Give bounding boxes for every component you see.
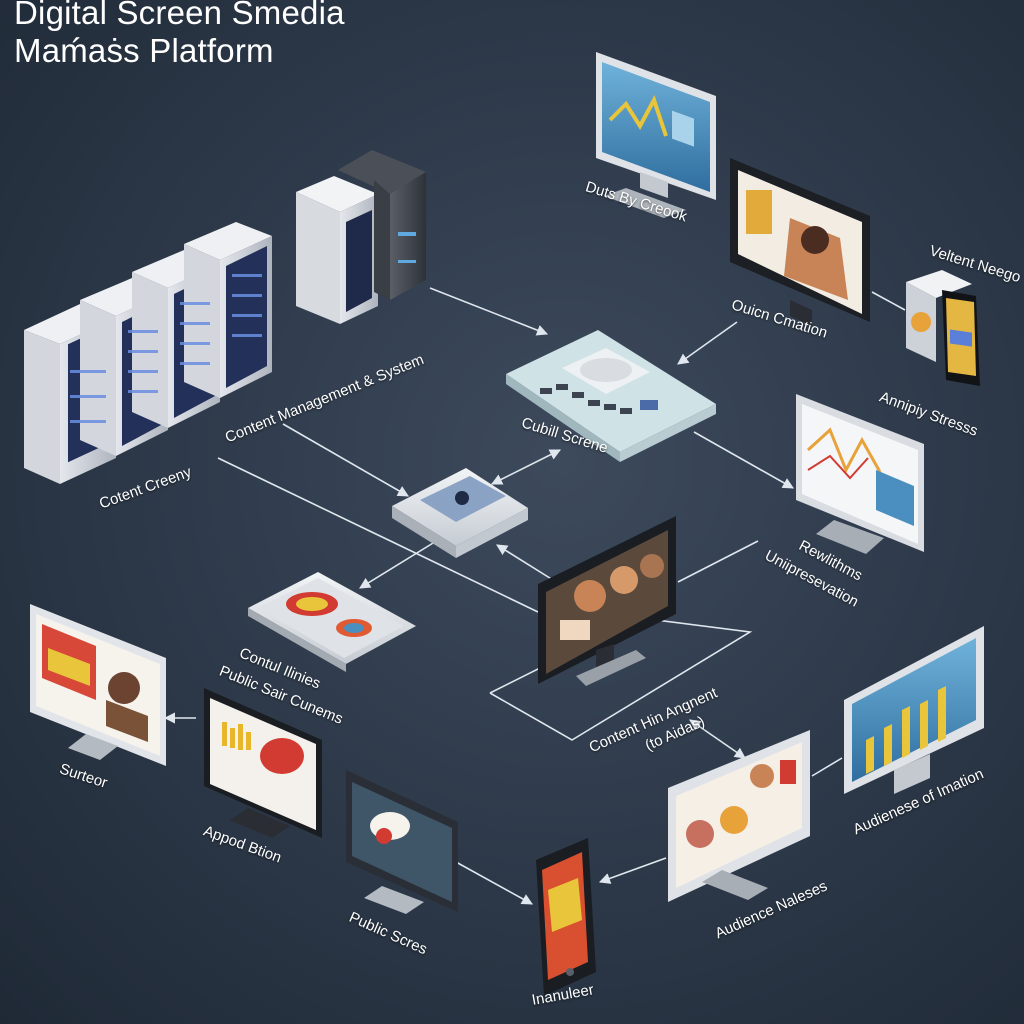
mobile-device-stand (906, 270, 980, 386)
monitor-content-creation (730, 158, 870, 326)
connector-controller-to-tablet (359, 539, 439, 589)
central-hub-platform (506, 330, 716, 462)
monitor-bar-chart (844, 626, 984, 794)
connector-analytics-to-hub (693, 431, 794, 489)
connector-align-to-audience (689, 719, 746, 759)
controller-device (392, 468, 528, 558)
monitor-appod (204, 688, 322, 838)
connector-audience-to-phone (598, 857, 667, 884)
connector-creation-to-hub (677, 321, 738, 365)
connector-rewlithms (677, 540, 759, 583)
title-line-2: Maḿaṡs Platform (14, 32, 274, 69)
tablet-device (248, 572, 416, 672)
monitor-main-display (538, 516, 676, 686)
connector-cms-to-controller (282, 423, 409, 497)
server-tower-dark (338, 150, 426, 300)
server-rack-4 (184, 222, 272, 398)
smartphone-device (536, 838, 596, 996)
connector-lines (163, 287, 906, 905)
connector-hub-to-controller (490, 449, 562, 485)
server-tower-silver (296, 176, 378, 324)
connector-creeny-to-main (217, 457, 539, 613)
connector-cms-to-hub (429, 287, 549, 336)
connector-main-to-controller (496, 544, 554, 581)
connector-audience-right (811, 757, 843, 777)
monitor-audience (668, 730, 810, 902)
monitor-surteor (30, 604, 166, 766)
monitor-analytics (796, 394, 924, 554)
title-line-1: Digital Screen Smedia (14, 0, 345, 31)
connector-public-to-phone (455, 861, 533, 905)
page-title: Digital Screen Smedia Maḿaṡs Platform (14, 0, 345, 70)
connector-mobile-to-creation (871, 291, 906, 311)
monitor-public-screens (346, 770, 458, 914)
server-racks-illustration (24, 150, 426, 484)
monitor-data-chart (596, 52, 716, 218)
